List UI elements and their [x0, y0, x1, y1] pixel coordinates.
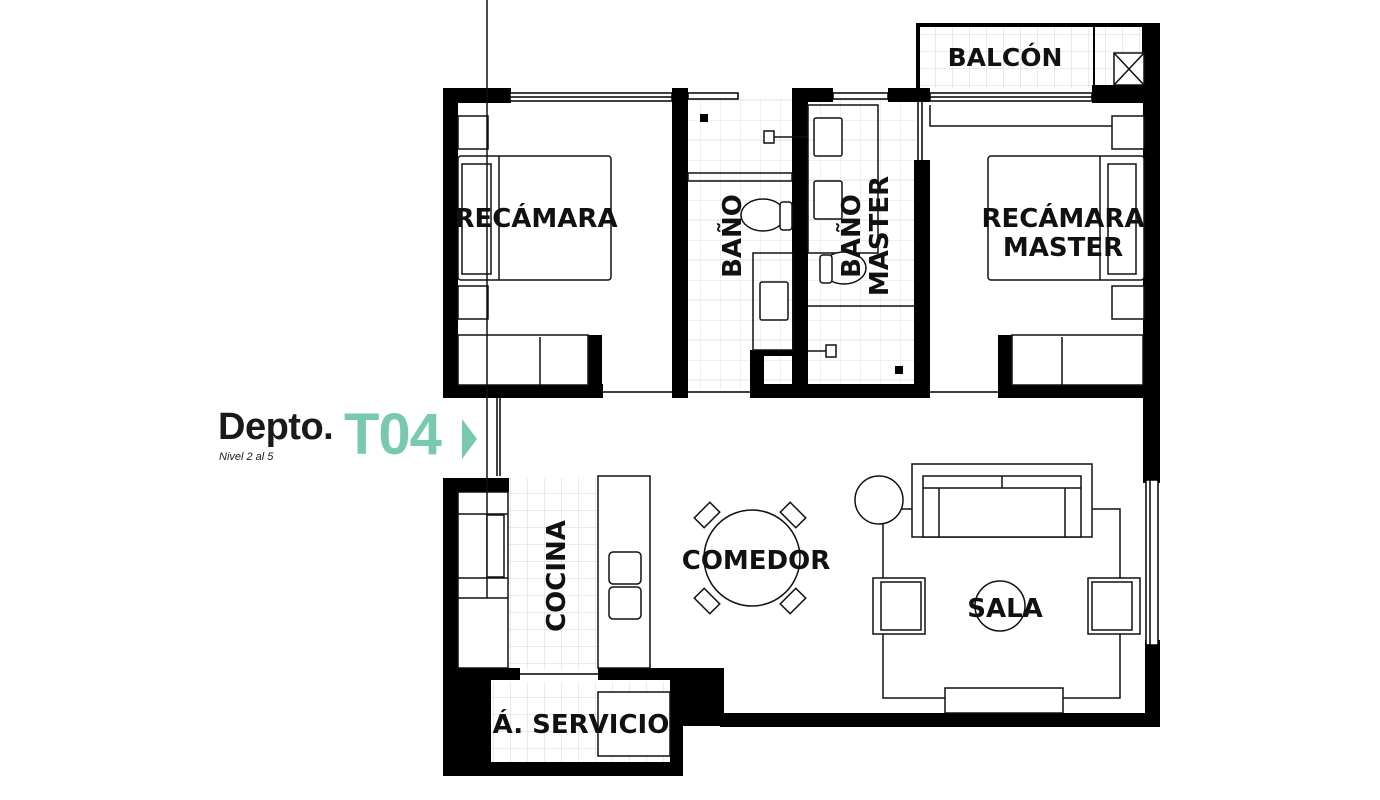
- bedroom-furniture: [457, 115, 612, 386]
- room-label-balcon: BALCÓN: [948, 42, 1063, 72]
- room-label-bano: BAÑO: [716, 194, 748, 278]
- arrow-right-icon: [462, 419, 477, 459]
- unit-code: T04: [344, 402, 442, 467]
- duct-shaft: [1113, 52, 1145, 86]
- room-label-recamara: RECÁMARA: [454, 202, 617, 234]
- walls: [443, 23, 1160, 776]
- master-bedroom-furniture: [929, 105, 1145, 386]
- kitchen-floor: [508, 478, 598, 670]
- room-label-bano-master-1: BAÑO: [835, 194, 867, 278]
- room-label-comedor: COMEDOR: [682, 546, 831, 576]
- unit-levels: Nivel 2 al 5: [219, 451, 274, 463]
- room-label-bano-master-2: MASTER: [865, 176, 895, 296]
- bath-floor: [688, 98, 795, 390]
- laundry-appliance: [597, 691, 671, 757]
- room-label-cocina: COCINA: [542, 520, 572, 632]
- room-label-sala: SALA: [967, 594, 1043, 624]
- room-label-recamara-master-2: MASTER: [1003, 233, 1123, 263]
- room-label-recamara-master-1: RECÁMARA: [981, 202, 1144, 234]
- unit-prefix: Depto.: [218, 406, 334, 448]
- room-label-servicio: Á. SERVICIO: [493, 708, 670, 740]
- dining-table: [693, 501, 807, 615]
- bath-fixtures: [687, 104, 914, 358]
- openings: [496, 92, 1159, 675]
- kitchen-furniture: [457, 0, 651, 669]
- drain-icons: [700, 114, 903, 374]
- living-furniture: [854, 463, 1141, 714]
